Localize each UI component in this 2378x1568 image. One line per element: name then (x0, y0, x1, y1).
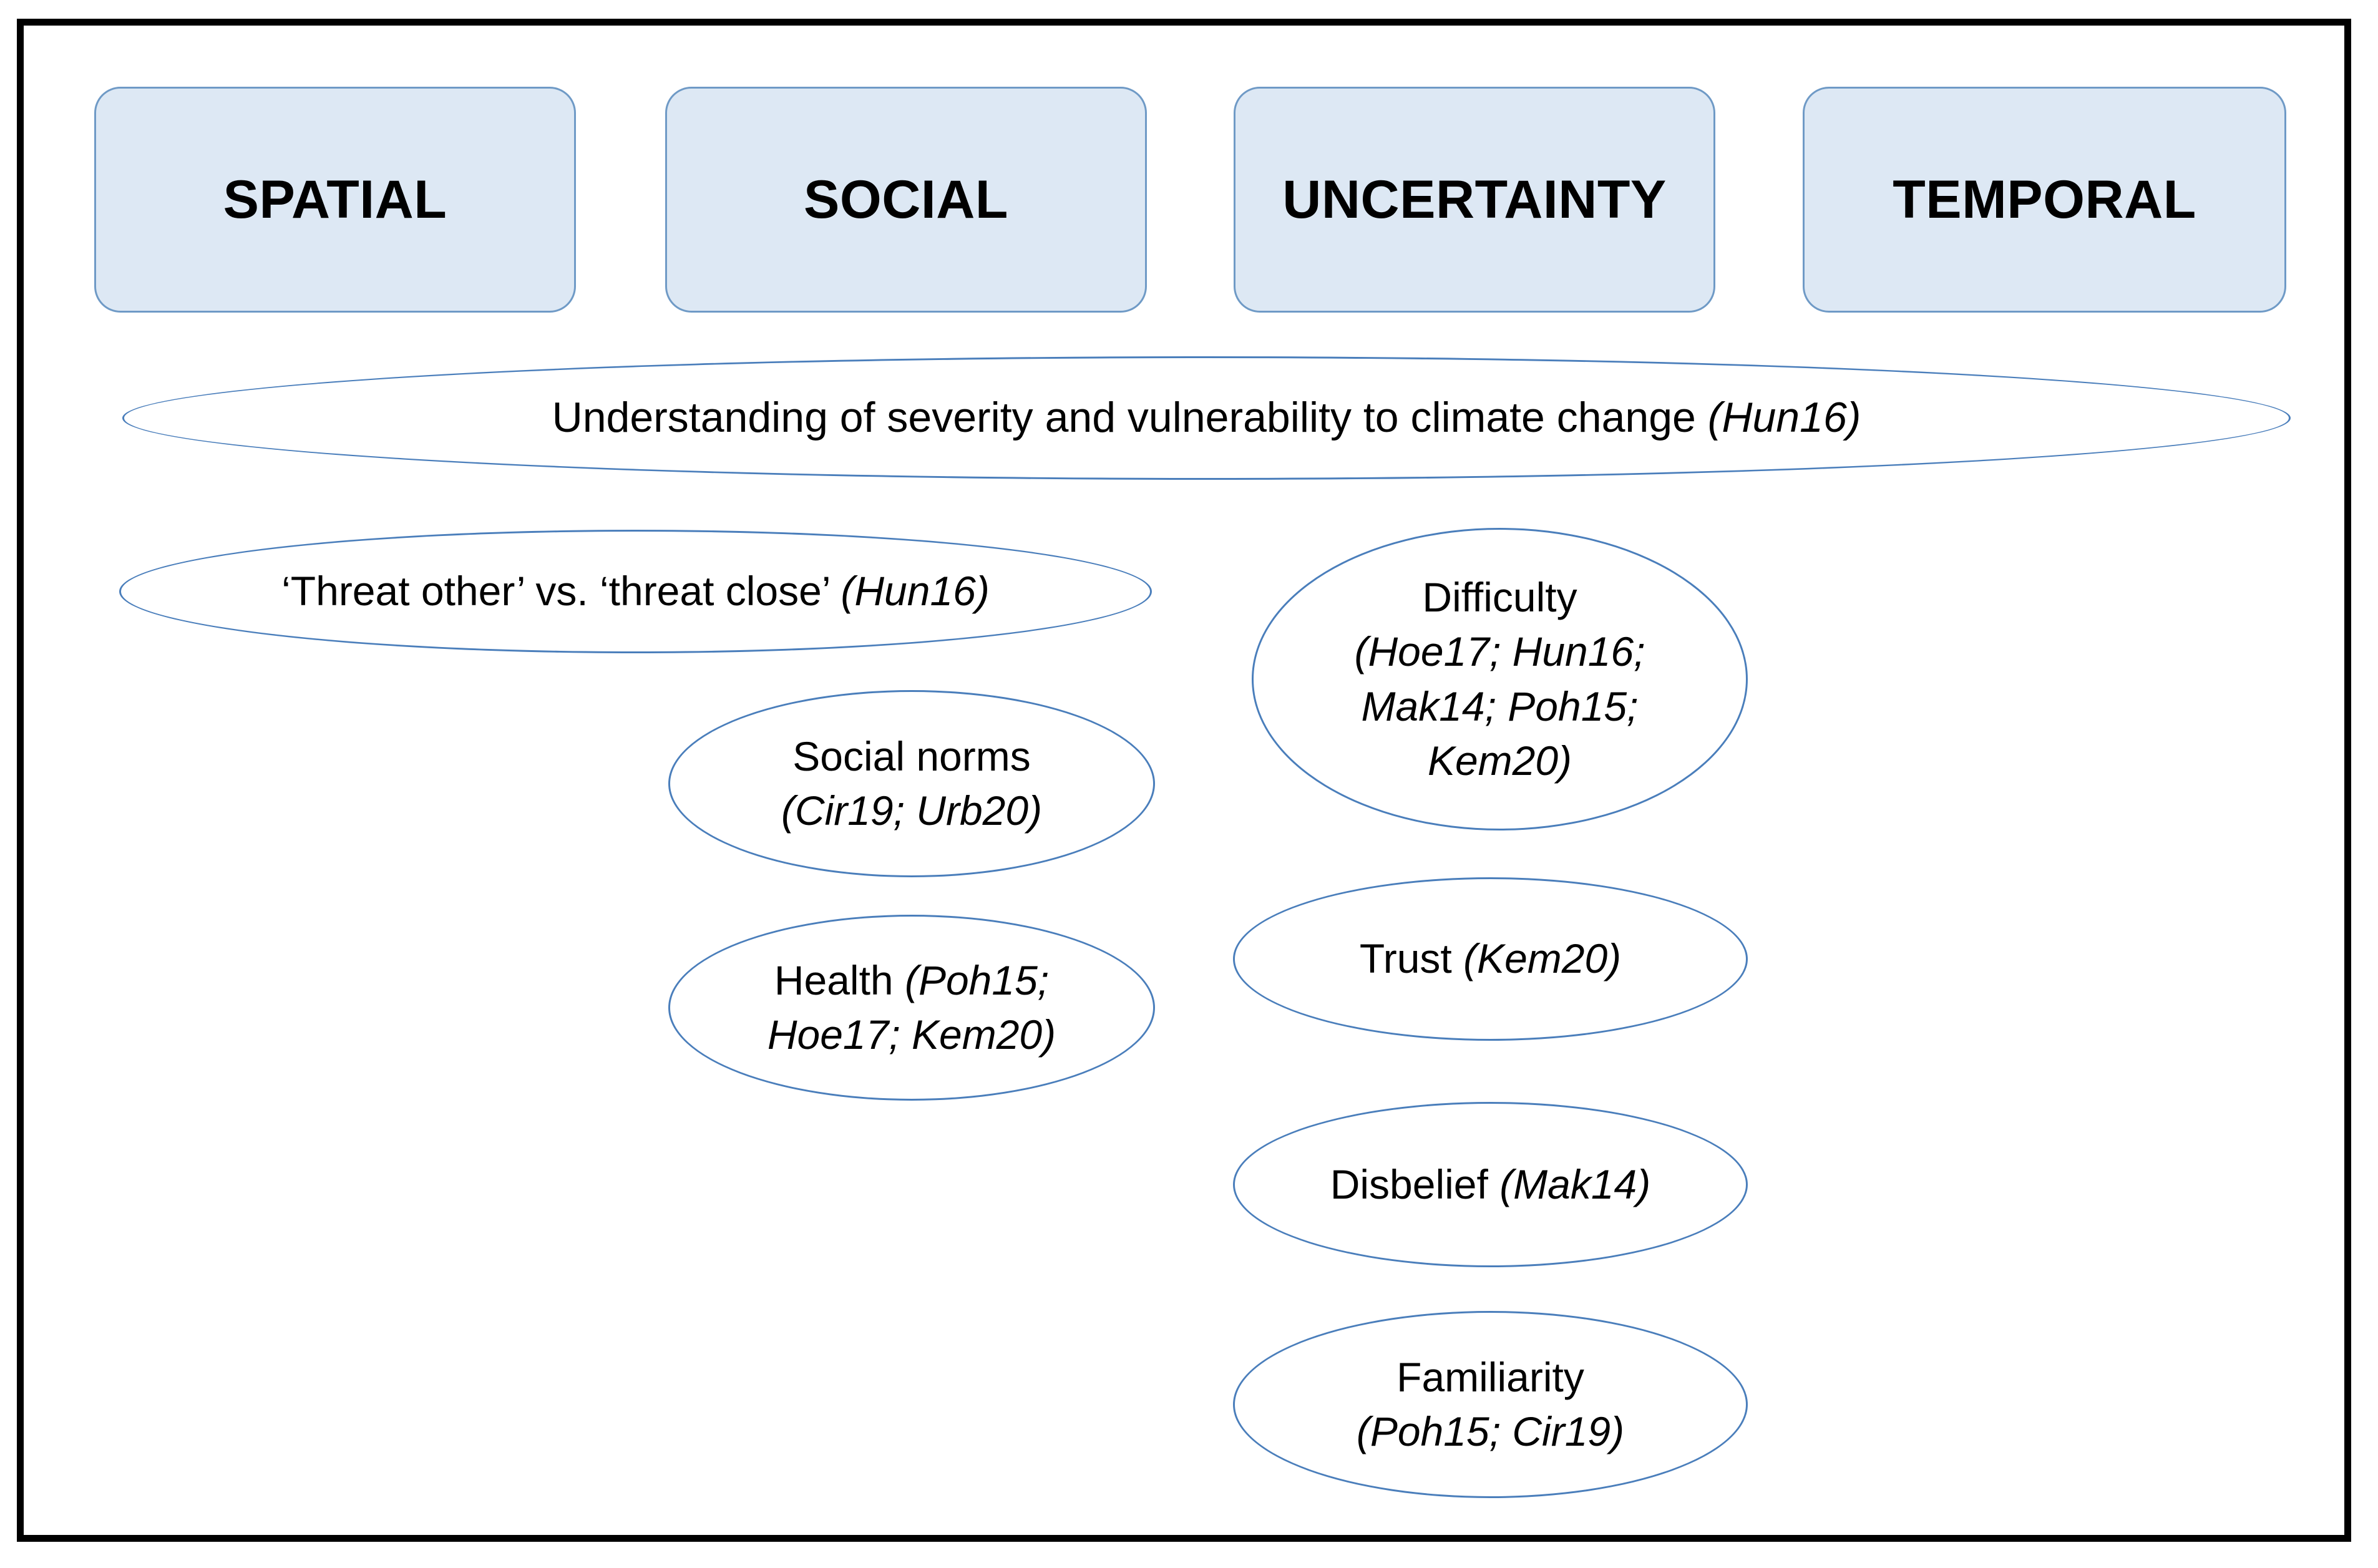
node-difficulty-text: Difficulty (Hoe17; Hun16; Mak14; Poh15; … (1351, 570, 1649, 787)
node-familiarity[interactable]: Familiarity (Poh15; Cir19) (1233, 1311, 1748, 1498)
node-disbelief-citation: (Mak14) (1499, 1161, 1651, 1207)
node-difficulty-citation-line-3: Kem20) (1427, 737, 1572, 784)
node-trust[interactable]: Trust (Kem20) (1233, 877, 1748, 1041)
node-difficulty-citation-line-1: (Hoe17; Hun16; (1354, 628, 1645, 675)
node-threat-label: ‘Threat other’ vs. ‘threat close’ (281, 568, 841, 615)
node-understanding-text: Understanding of severity and vulnerabil… (548, 390, 1865, 446)
category-box-temporal[interactable]: TEMPORAL (1803, 87, 2286, 313)
category-label-uncertainty: UNCERTAINTY (1282, 170, 1667, 230)
node-familiarity-citation: (Poh15; Cir19) (1356, 1408, 1625, 1454)
node-social-norms-citation: (Cir19; Urb20) (781, 787, 1043, 834)
node-health-citation-line-1: (Poh15; (904, 957, 1050, 1003)
node-trust-citation: (Kem20) (1463, 935, 1622, 982)
node-familiarity-label: Familiarity (1396, 1353, 1584, 1400)
category-label-temporal: TEMPORAL (1893, 170, 2196, 230)
node-health[interactable]: Health (Poh15; Hoe17; Kem20) (668, 915, 1155, 1101)
node-social-norms[interactable]: Social norms (Cir19; Urb20) (668, 690, 1155, 877)
category-box-social[interactable]: SOCIAL (665, 87, 1147, 313)
node-threat-other-vs-close[interactable]: ‘Threat other’ vs. ‘threat close’ (Hun16… (119, 530, 1152, 653)
node-understanding-label: Understanding of severity and vulnerabil… (552, 394, 1708, 442)
node-difficulty-label: Difficulty (1422, 574, 1577, 621)
diagram-frame: SPATIAL SOCIAL UNCERTAINTY TEMPORAL Unde… (17, 19, 2351, 1542)
node-trust-text: Trust (Kem20) (1356, 932, 1625, 986)
category-label-social: SOCIAL (804, 170, 1008, 230)
node-familiarity-text: Familiarity (Poh15; Cir19) (1353, 1350, 1628, 1459)
node-difficulty-citation-line-2: Mak14; Poh15; (1361, 683, 1639, 729)
node-understanding-citation: (Hun16) (1707, 394, 1861, 442)
node-disbelief-text: Disbelief (Mak14) (1327, 1157, 1655, 1212)
node-difficulty[interactable]: Difficulty (Hoe17; Hun16; Mak14; Poh15; … (1252, 528, 1748, 830)
node-social-norms-text: Social norms (Cir19; Urb20) (777, 729, 1046, 838)
category-box-uncertainty[interactable]: UNCERTAINTY (1234, 87, 1715, 313)
node-health-label: Health (774, 957, 905, 1003)
category-box-spatial[interactable]: SPATIAL (94, 87, 576, 313)
node-health-line-1: Health (Poh15; (767, 953, 1056, 1008)
category-label-spatial: SPATIAL (223, 170, 447, 230)
node-disbelief-label: Disbelief (1330, 1161, 1500, 1207)
node-threat-text: ‘Threat other’ vs. ‘threat close’ (Hun16… (278, 564, 993, 618)
node-threat-citation: (Hun16) (841, 568, 990, 615)
node-health-citation-line-2: Hoe17; Kem20) (767, 1011, 1056, 1058)
node-social-norms-label: Social norms (792, 733, 1031, 779)
node-health-text: Health (Poh15; Hoe17; Kem20) (764, 953, 1060, 1062)
node-understanding-severity[interactable]: Understanding of severity and vulnerabil… (122, 356, 2291, 480)
node-trust-label: Trust (1359, 935, 1464, 982)
node-disbelief[interactable]: Disbelief (Mak14) (1233, 1102, 1748, 1267)
